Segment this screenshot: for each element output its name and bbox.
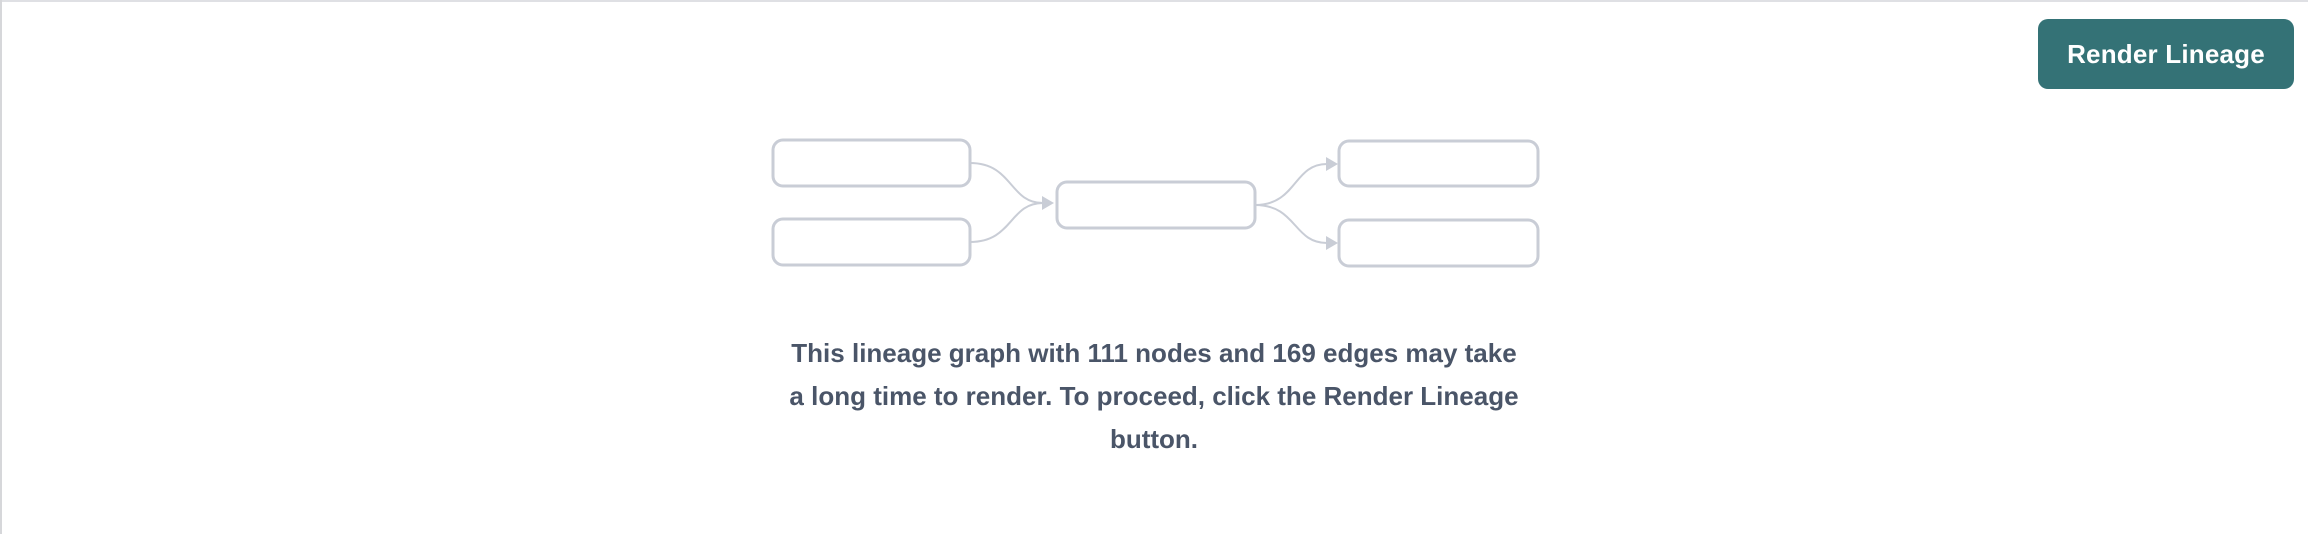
message-line: button. [1109,424,1199,454]
arrowhead-icon [1042,196,1054,210]
placeholder-node [1337,139,1540,188]
arrowhead-icon [1326,236,1338,250]
panel-left-border [0,0,2,534]
placeholder-edge [1254,163,1328,206]
placeholder-edge [969,202,1044,243]
message-line: a long time to render. To proceed, click… [789,381,1519,411]
placeholder-edge [1254,204,1328,244]
panel-top-border [0,0,2308,2]
placeholder-node [1055,180,1257,230]
arrowhead-icon [1326,157,1338,171]
placeholder-edge [969,162,1044,204]
render-lineage-button[interactable]: Render Lineage [2038,19,2294,89]
lineage-warning-message: This lineage graph with 111 nodes and 16… [604,332,1704,461]
placeholder-node [771,138,972,188]
placeholder-node [1337,218,1540,268]
lineage-graph-placeholder-graphic [771,138,1540,268]
message-line: This lineage graph with 111 nodes and 16… [791,338,1517,368]
placeholder-node [771,217,972,267]
